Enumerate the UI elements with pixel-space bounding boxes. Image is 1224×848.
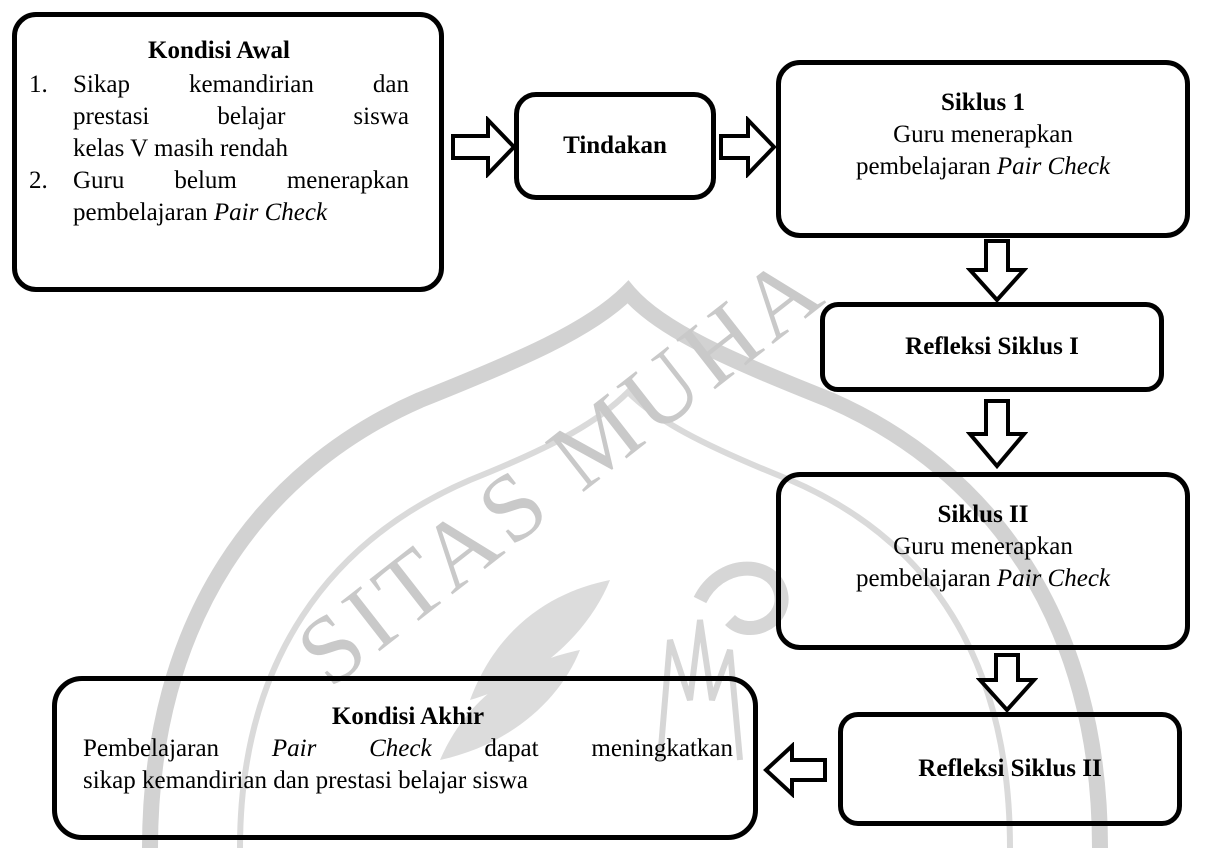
- text-line: Sikap kemandirian dan: [73, 71, 409, 98]
- node-siklus-2: Siklus II Guru menerapkan pembelajaran P…: [776, 472, 1190, 650]
- text-line: pembelajaran Pair Check: [781, 151, 1185, 183]
- arrow-right-icon: [719, 116, 777, 178]
- italic-term: Pair Check: [271, 735, 432, 762]
- text-span: Pembelajaran: [83, 735, 272, 762]
- node-title: Refleksi Siklus I: [905, 333, 1079, 360]
- node-title: Tindakan: [563, 132, 667, 159]
- arrow-right-icon: [451, 116, 517, 178]
- watermark-leaf: [470, 580, 610, 700]
- arrow-down-icon: [976, 653, 1038, 713]
- arrow-down-icon: [966, 399, 1028, 470]
- watermark-dome-outline: [142, 280, 1108, 848]
- node-title: Kondisi Akhir: [331, 703, 485, 730]
- text-line: Guru belum menerapkan: [73, 167, 409, 194]
- italic-term: Pair Check: [213, 199, 328, 226]
- node-title: Siklus 1: [940, 89, 1026, 116]
- list-number: 2.: [29, 167, 48, 194]
- watermark-flame: [657, 619, 743, 761]
- node-title: Kondisi Awal: [148, 37, 290, 64]
- text-line: pembelajaran Pair Check: [781, 563, 1185, 595]
- node-title: Siklus II: [937, 501, 1029, 528]
- text-line: Guru menerapkan: [893, 533, 1073, 560]
- node-siklus-1: Siklus 1 Guru menerapkan pembelajaran Pa…: [776, 60, 1190, 238]
- list-text: Guru belum menerapkan pembelajaran Pair …: [73, 165, 409, 229]
- list-item: 1. Sikap kemandirian dan prestasi belaja…: [29, 69, 409, 165]
- text-line: pembelajaran Pair Check: [73, 197, 409, 229]
- text-line: sikap kemandirian dan prestasi belajar s…: [83, 767, 528, 794]
- text-span: pembelajaran: [73, 199, 214, 226]
- watermark-inner-arc: [237, 387, 1013, 848]
- node-tindakan: Tindakan: [514, 92, 716, 200]
- text-line: prestasi belajar siswa: [73, 103, 409, 130]
- node-title: Refleksi Siklus II: [918, 755, 1102, 782]
- text-line: kelas V masih rendah: [73, 135, 289, 162]
- watermark-swirl: [693, 561, 789, 636]
- text-span: pembelajaran: [855, 565, 997, 592]
- node-refleksi-siklus-2: Refleksi Siklus II: [838, 712, 1182, 826]
- list-text: Sikap kemandirian dan prestasi belajar s…: [73, 69, 409, 165]
- text-line: Pembelajaran Pair Check dapat meningkatk…: [83, 733, 733, 765]
- italic-term: Pair Check: [996, 565, 1111, 592]
- text-span: pembelajaran: [855, 153, 997, 180]
- text-span: dapat meningkatkan: [431, 735, 733, 762]
- node-kondisi-awal: Kondisi Awal 1. Sikap kemandirian dan pr…: [12, 12, 444, 292]
- node-kondisi-akhir: Kondisi Akhir Pembelajaran Pair Check da…: [52, 676, 758, 840]
- node-refleksi-siklus-1: Refleksi Siklus I: [820, 302, 1164, 392]
- list-item: 2. Guru belum menerapkan pembelajaran Pa…: [29, 165, 409, 229]
- arrow-down-icon: [966, 239, 1028, 303]
- arrow-left-icon: [763, 742, 827, 798]
- italic-term: Pair Check: [996, 153, 1111, 180]
- text-line: Guru menerapkan: [893, 121, 1073, 148]
- list-number: 1.: [29, 71, 48, 98]
